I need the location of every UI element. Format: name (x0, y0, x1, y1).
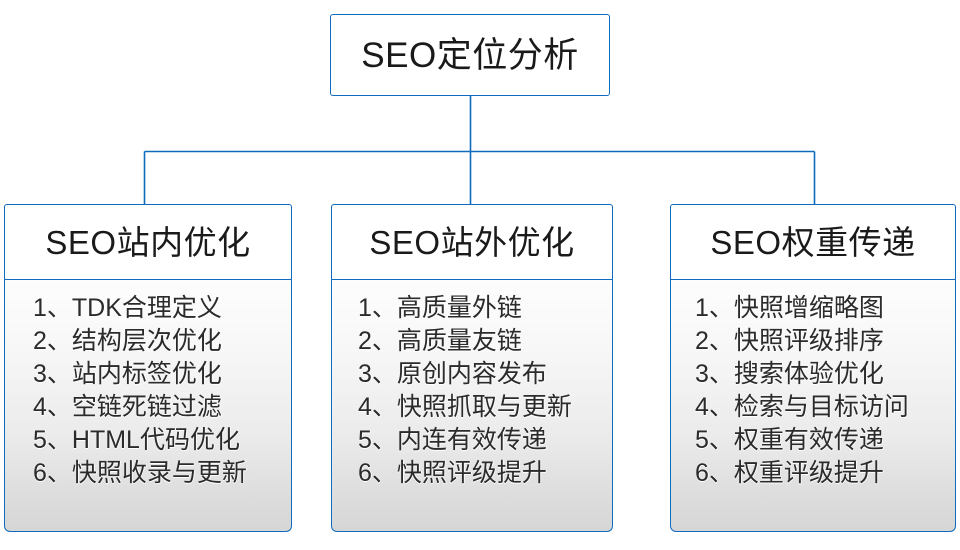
list-item: 5、内连有效传递 (358, 426, 547, 454)
branch-column-1: SEO站内优化 1、TDK合理定义 2、结构层次优化 3、站内标签优化 4、空链… (4, 204, 292, 532)
list-item: 3、原创内容发布 (358, 360, 547, 388)
list-item: 3、搜索体验优化 (695, 360, 884, 388)
list-item: 5、HTML代码优化 (33, 426, 240, 454)
branch-column-2: SEO站外优化 1、高质量外链 2、高质量友链 3、原创内容发布 4、快照抓取与… (331, 204, 613, 532)
branch-header-1[interactable]: SEO站内优化 (4, 204, 292, 280)
branch-list-1: 1、TDK合理定义 2、结构层次优化 3、站内标签优化 4、空链死链过滤 5、H… (4, 280, 292, 532)
branch-header-2[interactable]: SEO站外优化 (331, 204, 613, 280)
branch-header-3[interactable]: SEO权重传递 (670, 204, 956, 280)
list-item: 4、快照抓取与更新 (358, 393, 572, 421)
branch-header-title-1: SEO站内优化 (45, 223, 251, 261)
list-item: 2、结构层次优化 (33, 327, 222, 355)
list-item: 1、高质量外链 (358, 294, 522, 322)
list-item: 6、快照评级提升 (358, 459, 547, 487)
list-item: 1、快照增缩略图 (695, 294, 884, 322)
list-item: 6、快照收录与更新 (33, 459, 247, 487)
branch-list-2: 1、高质量外链 2、高质量友链 3、原创内容发布 4、快照抓取与更新 5、内连有… (331, 280, 613, 532)
list-item: 5、权重有效传递 (695, 426, 884, 454)
list-item: 4、空链死链过滤 (33, 393, 222, 421)
root-node[interactable]: SEO定位分析 (330, 14, 610, 96)
list-item: 3、站内标签优化 (33, 360, 222, 388)
list-item: 2、高质量友链 (358, 327, 522, 355)
list-item: 4、检索与目标访问 (695, 393, 909, 421)
list-item: 6、权重评级提升 (695, 459, 884, 487)
list-item: 2、快照评级排序 (695, 327, 884, 355)
list-item: 1、TDK合理定义 (33, 294, 222, 322)
branch-list-3: 1、快照增缩略图 2、快照评级排序 3、搜索体验优化 4、检索与目标访问 5、权… (670, 280, 956, 532)
branch-column-3: SEO权重传递 1、快照增缩略图 2、快照评级排序 3、搜索体验优化 4、检索与… (670, 204, 956, 532)
root-node-title: SEO定位分析 (361, 35, 579, 75)
branch-header-title-2: SEO站外优化 (369, 223, 575, 261)
branch-header-title-3: SEO权重传递 (710, 223, 916, 261)
